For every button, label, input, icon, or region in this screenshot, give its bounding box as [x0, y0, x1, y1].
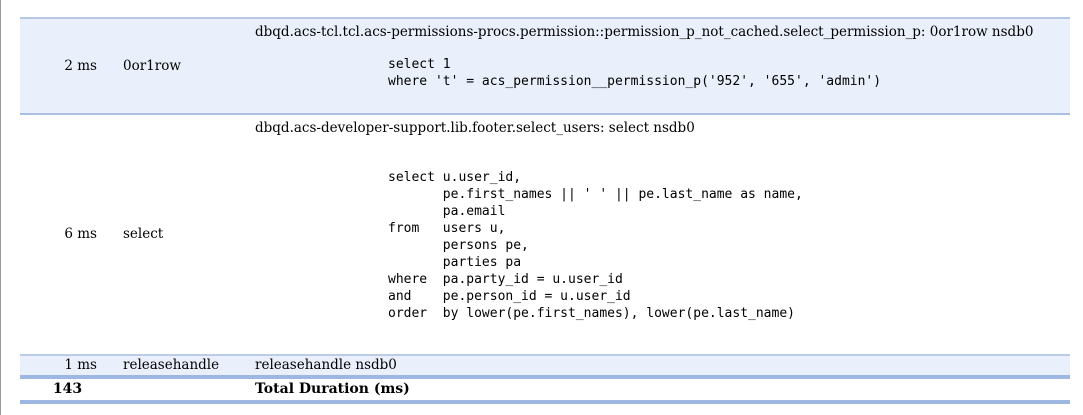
total-label-cell: Total Duration (ms) [255, 377, 1070, 402]
query-cell: releasehandle nsdb0 [255, 355, 1070, 377]
query-duration: 1 ms [64, 357, 97, 373]
query-profile-table: 2 ms 0or1row dbqd.acs-tcl.tcl.acs-permis… [20, 17, 1070, 404]
query-duration: 6 ms [64, 226, 97, 242]
query-row: 6 ms select dbqd.acs-developer-support.l… [20, 114, 1070, 355]
query-title: releasehandle nsdb0 [255, 357, 397, 373]
query-cell: dbqd.acs-developer-support.lib.footer.se… [255, 114, 1070, 355]
query-type: releasehandle [123, 357, 220, 373]
total-duration-label: Total Duration (ms) [255, 381, 410, 397]
sql-text: select u.user_id, pe.first_names || ' ' … [388, 170, 803, 321]
query-cell: dbqd.acs-tcl.tcl.acs-permissions-procs.p… [255, 18, 1070, 114]
query-type: 0or1row [123, 57, 181, 74]
sql-text: select 1 where 't' = acs_permission__per… [388, 57, 882, 89]
query-duration: 2 ms [64, 57, 97, 74]
query-title: dbqd.acs-tcl.tcl.acs-permissions-procs.p… [255, 24, 1034, 40]
query-title: dbqd.acs-developer-support.lib.footer.se… [255, 120, 695, 136]
empty-cell [115, 377, 255, 402]
query-row: 1 ms releasehandle releasehandle nsdb0 [20, 355, 1070, 377]
total-duration-value: 143 [52, 381, 83, 397]
total-row: 143 Total Duration (ms) [20, 377, 1070, 402]
query-type: select [123, 226, 164, 242]
query-row: 2 ms 0or1row dbqd.acs-tcl.tcl.acs-permis… [20, 18, 1070, 114]
window-edge-line [0, 0, 1, 415]
